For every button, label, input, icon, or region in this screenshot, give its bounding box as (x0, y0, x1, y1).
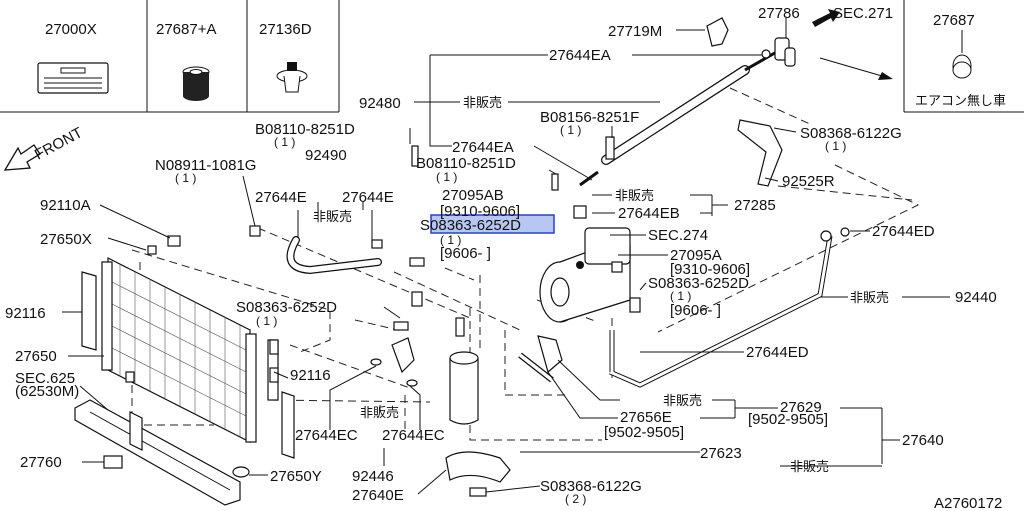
label-s08363-highlight-qty: ( 1 ) (440, 233, 461, 247)
sec271-arrow (812, 9, 840, 27)
label-27644ec-left[interactable]: 27644EC (295, 427, 358, 444)
label-92440[interactable]: 92440 (955, 289, 997, 306)
box-27000x-label: 27000X (45, 21, 97, 38)
label-27095a-range: [9310-9606] (670, 261, 750, 278)
hoses-and-pipes (286, 48, 833, 388)
label-b08110-top-qty: ( 1 ) (274, 135, 295, 149)
assembly-guide-lines (131, 87, 920, 477)
label-sec274[interactable]: SEC.274 (648, 227, 708, 244)
label-s08368-top-qty: ( 1 ) (825, 139, 846, 153)
side-seals (81, 271, 295, 459)
label-27644ec-right[interactable]: 27644EC (382, 427, 445, 444)
label-27644e-right[interactable]: 27644E (342, 189, 394, 206)
label-sec271[interactable]: SEC.271 (833, 5, 893, 22)
label-27644ed-mid[interactable]: 27644ED (746, 344, 809, 361)
label-27786[interactable]: 27786 (758, 5, 800, 22)
receiver-drier (445, 317, 511, 483)
label-27285[interactable]: 27285 (734, 197, 776, 214)
grommet-icon (952, 54, 972, 79)
top-right-part-box: 27687 エアコン無し車 (903, 0, 1024, 113)
part-labels: 27719M 27786 SEC.271 27644EA 92480 非販売 B… (5, 5, 1002, 511)
label-27629-range: [9502-9505] (748, 411, 828, 428)
label-s08363-6252d-right[interactable]: S08363-6252D (648, 275, 749, 292)
label-92110a[interactable]: 92110A (40, 197, 91, 214)
label-n08911-1081g[interactable]: N08911-1081G (155, 157, 256, 174)
label-27719m[interactable]: 27719M (608, 23, 662, 40)
label-27650x[interactable]: 27650X (40, 231, 92, 248)
label-27095ab[interactable]: 27095AB (442, 187, 504, 204)
rubber-bushing-icon (182, 66, 210, 101)
label-s08368-6122g-bottom[interactable]: S08368-6122G (540, 478, 642, 495)
compressor (539, 227, 631, 323)
box-27687-label: 27687 (933, 12, 975, 29)
label-hanbai-27644ec: 非販売 (360, 405, 399, 421)
label-92480[interactable]: 92480 (359, 95, 401, 112)
front-label: FRONT (32, 124, 86, 163)
label-s08363-highlight-range: [9606- ] (440, 245, 491, 262)
label-92446[interactable]: 92446 (352, 468, 394, 485)
label-27644ed-top[interactable]: 27644ED (872, 223, 935, 240)
label-92490[interactable]: 92490 (305, 147, 347, 164)
box-27687a-label: 27687+A (156, 21, 216, 38)
label-hanbai-92480: 非販売 (463, 95, 502, 111)
label-s08363-6252d-left[interactable]: S08363-6252D (236, 299, 337, 316)
label-b08110-8251d-mid[interactable]: B08110-8251D (416, 155, 516, 172)
highlighted-part-box (430, 214, 555, 234)
label-b08156-8251f[interactable]: B08156-8251F (540, 109, 639, 126)
label-plate-icon (37, 62, 109, 94)
label-sec625[interactable]: SEC.625 (15, 370, 75, 387)
label-27760[interactable]: 27760 (20, 454, 62, 471)
box-27687-note: エアコン無し車 (915, 94, 1006, 109)
label-hanbai-92440: 非販売 (850, 290, 889, 306)
label-s08363-6252d-highlight[interactable]: S08363-6252D (420, 217, 521, 234)
label-b08110-8251d-top[interactable]: B08110-8251D (255, 121, 355, 138)
label-27644ea-mid[interactable]: 27644EA (452, 139, 514, 156)
label-s08363-right-range: [9606- ] (670, 302, 721, 319)
label-s08368-bottom-qty: ( 2 ) (565, 492, 586, 506)
label-hanbai-27644e: 非販売 (313, 209, 352, 225)
label-27095ab-range: [9310-9606] (440, 203, 520, 220)
front-arrow: FRONT (3, 124, 86, 171)
label-27650[interactable]: 27650 (15, 348, 57, 365)
clip-icon (276, 62, 308, 93)
label-n08911-qty: ( 1 ) (175, 171, 196, 185)
label-hanbai-27629: 非販売 (663, 393, 702, 409)
label-27623[interactable]: 27623 (700, 445, 742, 462)
label-27644ea-top[interactable]: 27644EA (549, 47, 611, 64)
label-hanbai-27285: 非販売 (615, 188, 654, 204)
label-27644e-left[interactable]: 27644E (255, 189, 307, 206)
label-27629[interactable]: 27629 (780, 399, 822, 416)
drawing-number: A2760172 (934, 495, 1002, 511)
label-b08156-qty: ( 1 ) (560, 123, 581, 137)
label-s08363-left-qty: ( 1 ) (256, 314, 277, 328)
direction-arrow (819, 57, 893, 80)
label-27650y[interactable]: 27650Y (270, 468, 322, 485)
label-92116-left[interactable]: 92116 (5, 305, 46, 322)
label-92525r[interactable]: 92525R (782, 173, 835, 190)
small-parts (103, 17, 850, 497)
bottom-bracket (74, 399, 241, 506)
label-27640[interactable]: 27640 (902, 432, 944, 449)
condenser (101, 257, 279, 443)
label-92116-mid[interactable]: 92116 (290, 367, 331, 384)
box-27136d-label: 27136D (259, 21, 312, 38)
label-s08368-6122g-top[interactable]: S08368-6122G (800, 125, 902, 142)
top-left-part-boxes: 27000X 27687+A 27136D (0, 0, 340, 113)
label-b08110-mid-qty: ( 1 ) (436, 170, 457, 184)
label-27656e[interactable]: 27656E (620, 409, 672, 426)
label-27644eb[interactable]: 27644EB (618, 205, 680, 222)
label-27095a[interactable]: 27095A (670, 247, 722, 264)
label-s08363-right-qty: ( 1 ) (670, 289, 691, 303)
leader-lines (62, 18, 950, 495)
label-27640e[interactable]: 27640E (352, 487, 404, 504)
label-sec625-sub: (62530M) (15, 383, 79, 400)
label-27656e-range: [9502-9505] (604, 424, 684, 441)
label-hanbai-27623: 非販売 (790, 459, 829, 475)
